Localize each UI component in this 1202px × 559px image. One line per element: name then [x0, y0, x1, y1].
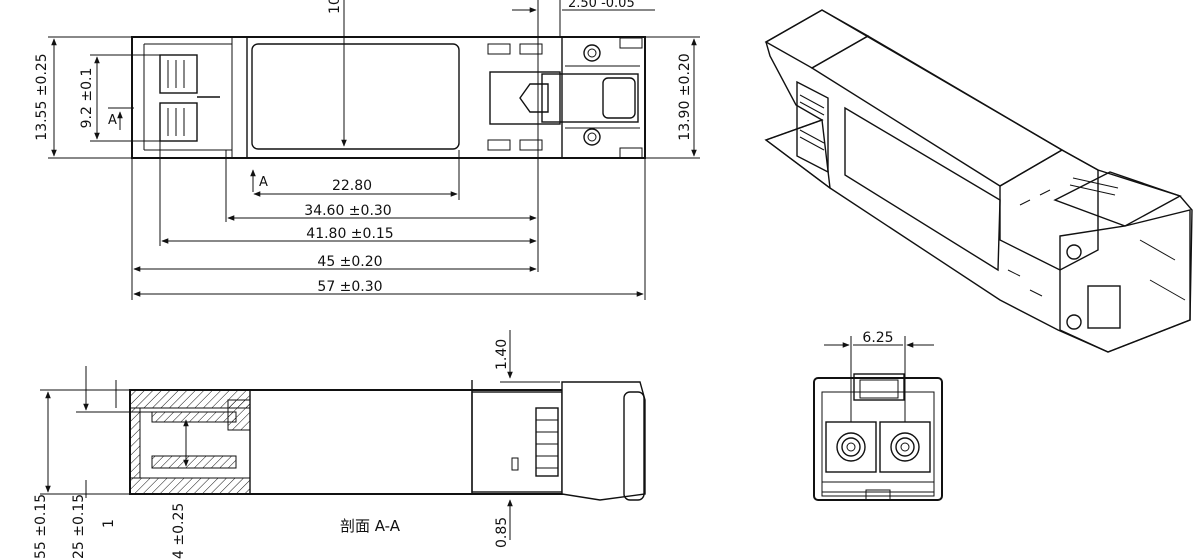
iso-label-window: [844, 106, 1001, 272]
section-marker-left: A: [108, 113, 117, 128]
label-window: [251, 43, 460, 150]
dim-length-34: 34.60 ±0.30: [304, 203, 391, 219]
dim-side-top-right: 1.40: [494, 339, 510, 370]
latch-assembly: [487, 37, 643, 159]
dim-label-length: 22.80: [332, 178, 372, 194]
end-view: 6.25: [813, 330, 943, 501]
dim-side-height-3: 4 ±0.25: [171, 503, 187, 559]
dim-side-height-2: 25 ±0.15: [71, 494, 87, 559]
dim-end-width: 6.25: [862, 330, 893, 346]
section-marker-bottom: A: [259, 175, 268, 190]
section-caption: 剖面 A-A: [340, 517, 401, 535]
dim-length-57: 57 ±0.30: [317, 279, 382, 295]
dim-top-right: 2.50 -0.05: [568, 0, 635, 11]
dim-height-left: 13.55 ±0.25: [34, 53, 50, 140]
dim-side-height-1: 55 ±0.15: [33, 494, 49, 559]
dim-length-45: 45 ±0.20: [317, 254, 382, 270]
dim-length-41: 41.80 ±0.15: [306, 226, 393, 242]
dim-side-bottom-right: 0.85: [494, 517, 510, 548]
dim-side-wall: 1: [101, 519, 117, 528]
isometric-view: [764, 9, 1193, 353]
top-view: 13.55 ±0.25 9.2 ±0.1 A A 13.90 ±0.20 10.: [34, 0, 700, 300]
dim-top-center: 10.: [327, 0, 343, 14]
top-view-dimensions: 13.55 ±0.25 9.2 ±0.1 A A 13.90 ±0.20 10.: [34, 0, 700, 300]
side-section-view: 55 ±0.15 25 ±0.15 1 4 ±0.25 1.40 0.85 剖面…: [33, 330, 646, 559]
dim-inner-height: 9.2 ±0.1: [79, 68, 95, 129]
dim-height-right: 13.90 ±0.20: [677, 53, 693, 140]
duplex-connector: [159, 54, 220, 142]
top-view-outline: [131, 36, 646, 159]
